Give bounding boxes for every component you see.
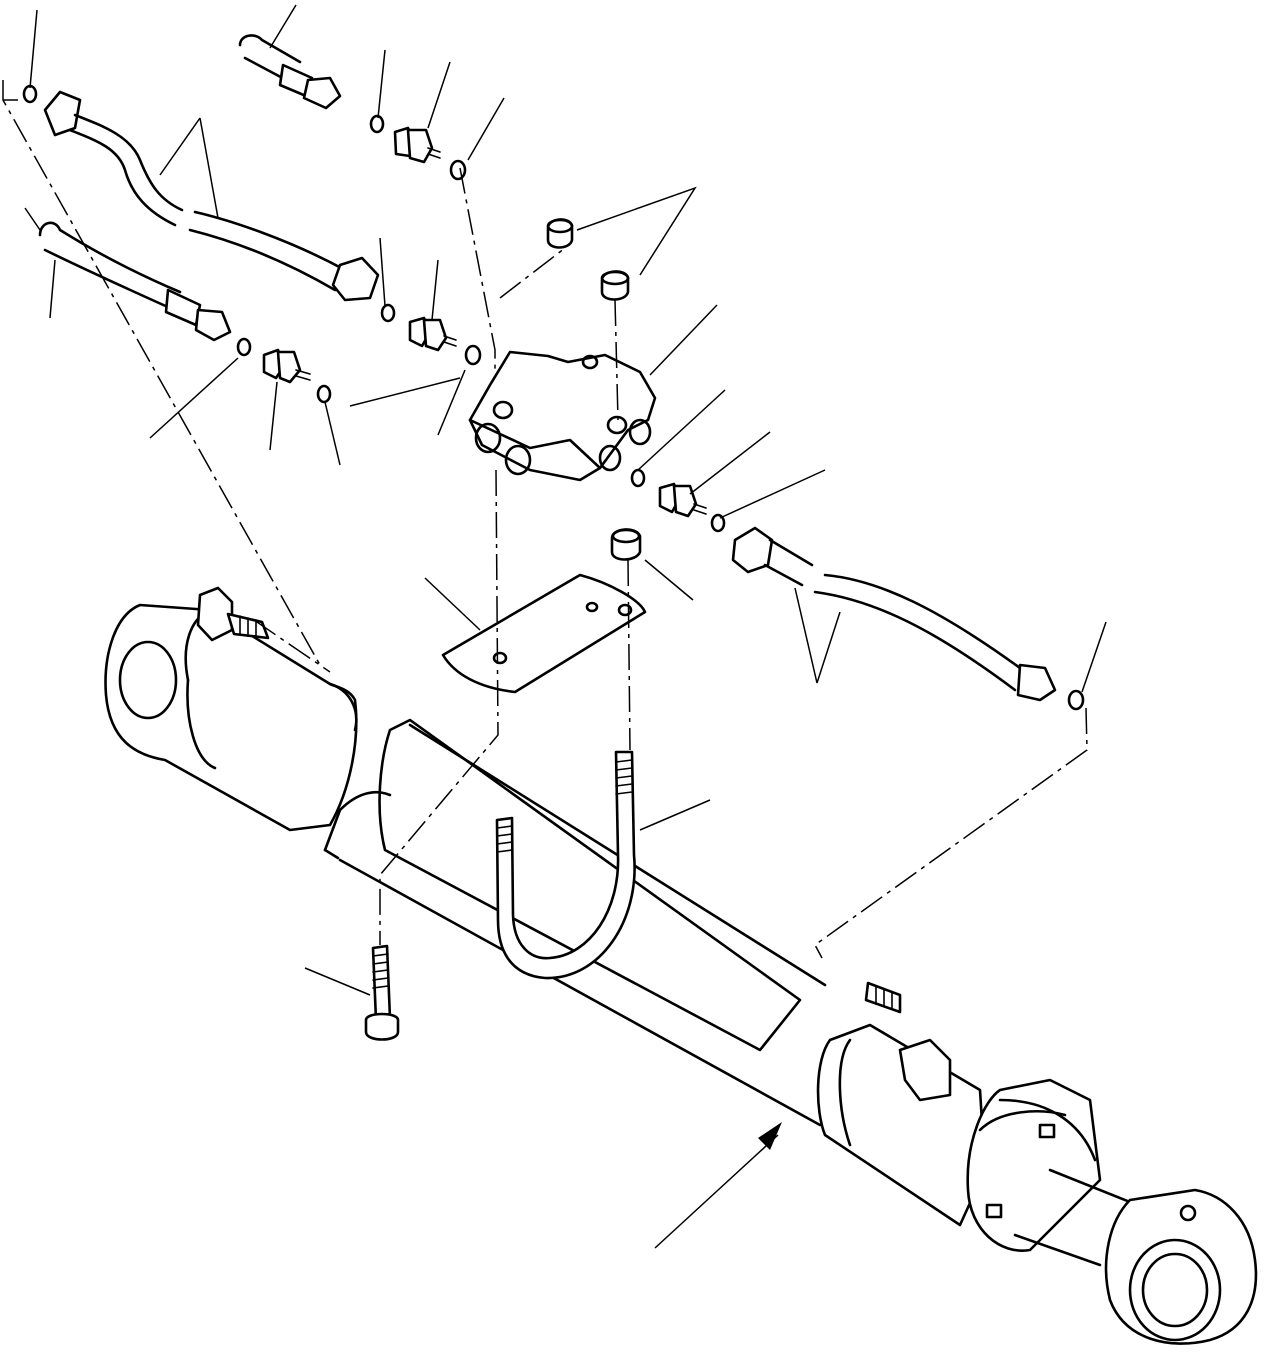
mounting-bracket xyxy=(441,573,647,694)
nuts xyxy=(546,218,642,561)
hose-assemblies xyxy=(38,34,1057,702)
leader-lines xyxy=(24,4,1107,996)
adapter-fittings xyxy=(262,126,707,518)
bolt xyxy=(364,944,400,1041)
centerlines xyxy=(2,80,1088,959)
arrow-icon xyxy=(654,1122,782,1249)
u-bolt xyxy=(495,750,636,980)
hydraulic-cylinder xyxy=(104,586,1258,1345)
valve-block xyxy=(468,350,657,482)
